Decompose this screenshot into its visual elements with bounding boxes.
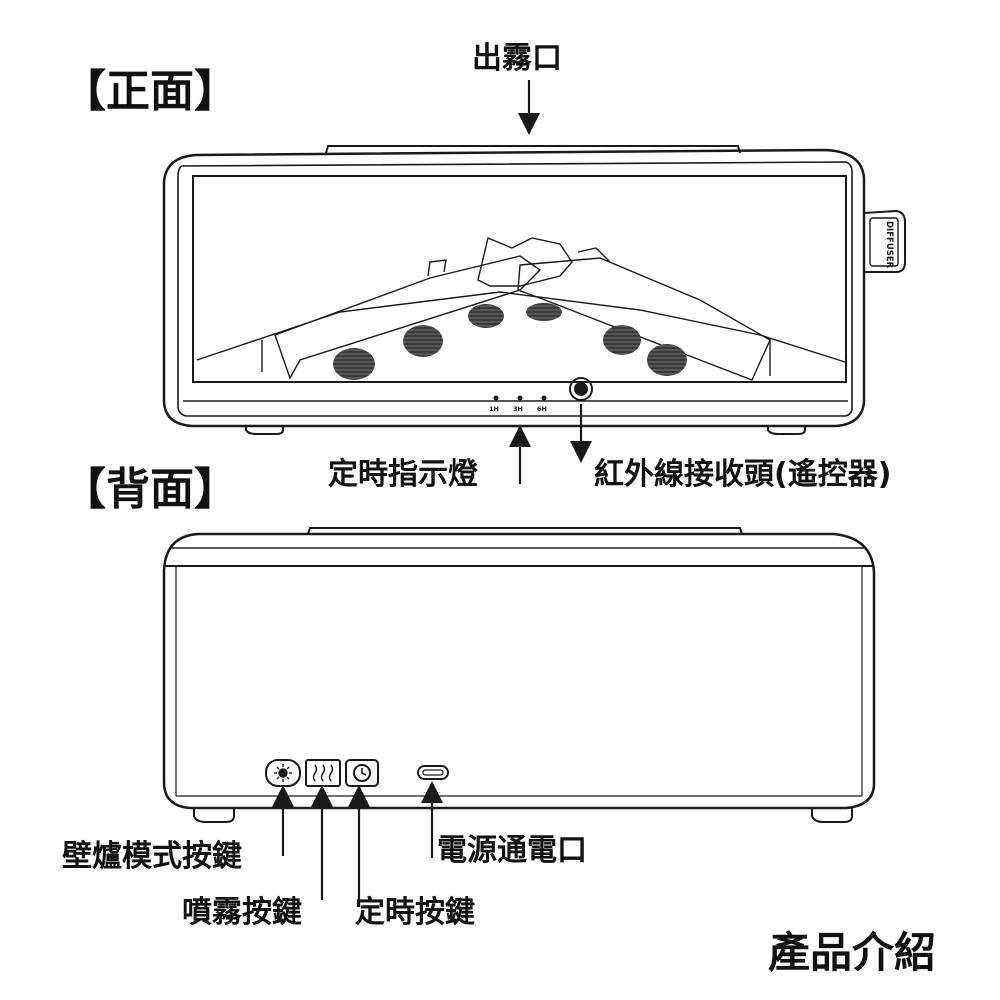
spray-button-label: 噴霧按鍵 xyxy=(182,895,302,930)
power-port-label: 電源通電口 xyxy=(437,833,587,868)
timer-button-label: 定時按鍵 xyxy=(355,895,475,930)
spray-button[interactable] xyxy=(305,759,341,787)
ir-receiver-label: 紅外線接收頭(遙控器) xyxy=(594,457,892,492)
timer-indicator-label: 定時指示燈 xyxy=(328,457,478,492)
back-section-title: 【背面】 xyxy=(62,464,238,515)
fireplace-mode-button[interactable] xyxy=(265,759,301,787)
clock-icon xyxy=(353,764,371,782)
embers xyxy=(333,303,687,380)
sun-icon xyxy=(274,764,292,782)
timer-indicator-leds: 1H 3H 6H xyxy=(489,395,547,413)
power-port[interactable] xyxy=(417,765,449,780)
mist-outlet-label: 出霧口 xyxy=(472,41,562,76)
back-device xyxy=(162,527,876,823)
front-section-title: 【正面】 xyxy=(62,66,238,117)
front-callout-arrows xyxy=(509,80,592,484)
fireplace-mode-button-label: 壁爐模式按鍵 xyxy=(62,839,242,874)
front-device xyxy=(162,145,906,435)
timer-button[interactable] xyxy=(345,759,379,787)
led-label-6h: 6H xyxy=(537,405,547,413)
diffuser-side-label: DIFFUSER xyxy=(884,221,894,269)
ir-receiver xyxy=(569,377,593,401)
mist-wave-icon xyxy=(312,764,334,782)
led-label-1h: 1H xyxy=(489,405,499,413)
back-callout-arrows xyxy=(272,781,443,900)
product-intro-title: 產品介紹 xyxy=(768,928,937,977)
fireplace-scene xyxy=(196,237,846,381)
led-label-3h: 3H xyxy=(513,405,523,413)
